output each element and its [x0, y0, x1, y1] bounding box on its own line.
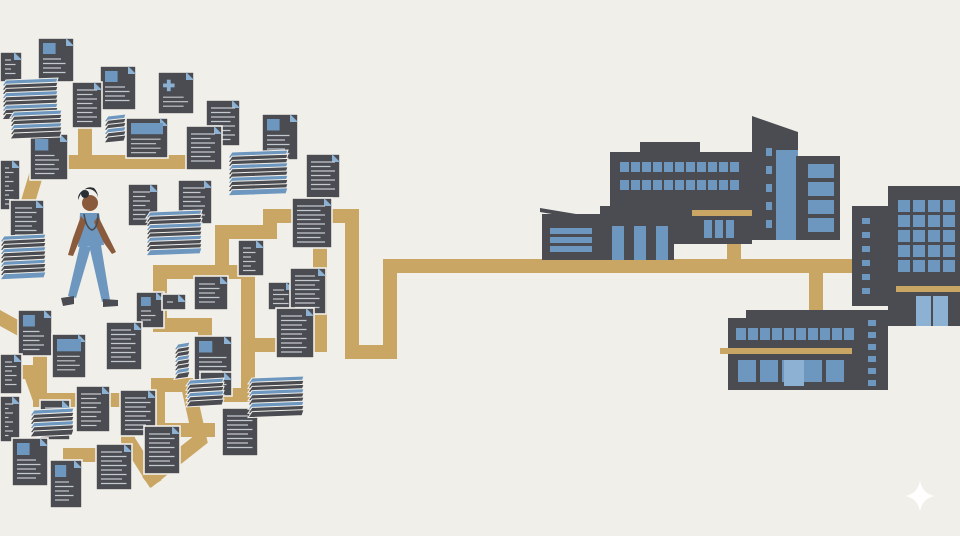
document-icon	[49, 459, 83, 509]
document-icon	[157, 71, 195, 115]
paper-stack-icon	[145, 209, 203, 257]
document-icon	[71, 81, 103, 129]
paperwork-cluster	[0, 37, 341, 509]
document-icon	[29, 133, 69, 181]
hospital-building-icon	[600, 206, 674, 260]
hospital-building-icon	[752, 116, 798, 240]
paper-stack-icon	[172, 341, 191, 381]
nurse-leg-front	[89, 245, 110, 302]
document-icon	[95, 443, 133, 491]
document-icon	[275, 307, 315, 359]
sparkle-icon	[905, 480, 935, 512]
document-icon	[125, 117, 169, 159]
hospital-building-icon	[888, 186, 960, 326]
document-icon	[143, 425, 181, 475]
document-icon	[289, 267, 327, 315]
document-icon	[305, 153, 341, 199]
paper-stack-icon	[102, 113, 127, 144]
paper-stack-icon	[247, 375, 305, 419]
paper-stack-icon	[185, 377, 225, 408]
document-icon	[193, 275, 229, 311]
nurse-head	[82, 195, 98, 211]
document-icon	[161, 293, 187, 311]
document-icon	[185, 125, 223, 171]
nurse-hair	[77, 187, 98, 200]
paper-stack-icon	[9, 109, 63, 140]
nurse-arm-right	[94, 216, 116, 254]
paper-stack-icon	[227, 149, 289, 197]
document-icon	[291, 197, 333, 249]
document-icon	[237, 239, 265, 277]
document-icon	[0, 353, 23, 395]
document-icon	[11, 437, 49, 487]
document-icon	[0, 395, 21, 443]
nurse-stethoscope	[83, 213, 99, 231]
document-icon	[0, 159, 21, 211]
hospital-building-icon	[672, 196, 752, 240]
nurse-shoe-front	[103, 299, 118, 307]
document-icon	[0, 51, 23, 83]
hospital-building-icon	[796, 156, 840, 240]
document-icon	[99, 65, 137, 111]
nurse-bun	[81, 190, 89, 198]
hospital-building-icon	[852, 206, 888, 306]
hospital-building-icon	[720, 310, 860, 390]
document-icon	[75, 385, 111, 433]
document-icon	[51, 333, 87, 379]
document-icon	[37, 37, 75, 83]
paper-stack-icon	[0, 233, 47, 281]
nurse-leg-back	[68, 245, 91, 298]
document-icon	[17, 309, 53, 357]
nurse-walking-icon	[61, 187, 118, 307]
hospital-building-icon	[540, 208, 600, 260]
document-icon	[105, 321, 143, 371]
hospital-building-icon	[860, 310, 888, 390]
path-upper	[215, 209, 327, 279]
paper-stack-icon	[29, 407, 75, 438]
hospital-campus	[540, 116, 960, 390]
nurse-arm-left	[68, 216, 86, 256]
document-icon	[221, 407, 259, 457]
nurse-shoe-back	[61, 296, 74, 306]
